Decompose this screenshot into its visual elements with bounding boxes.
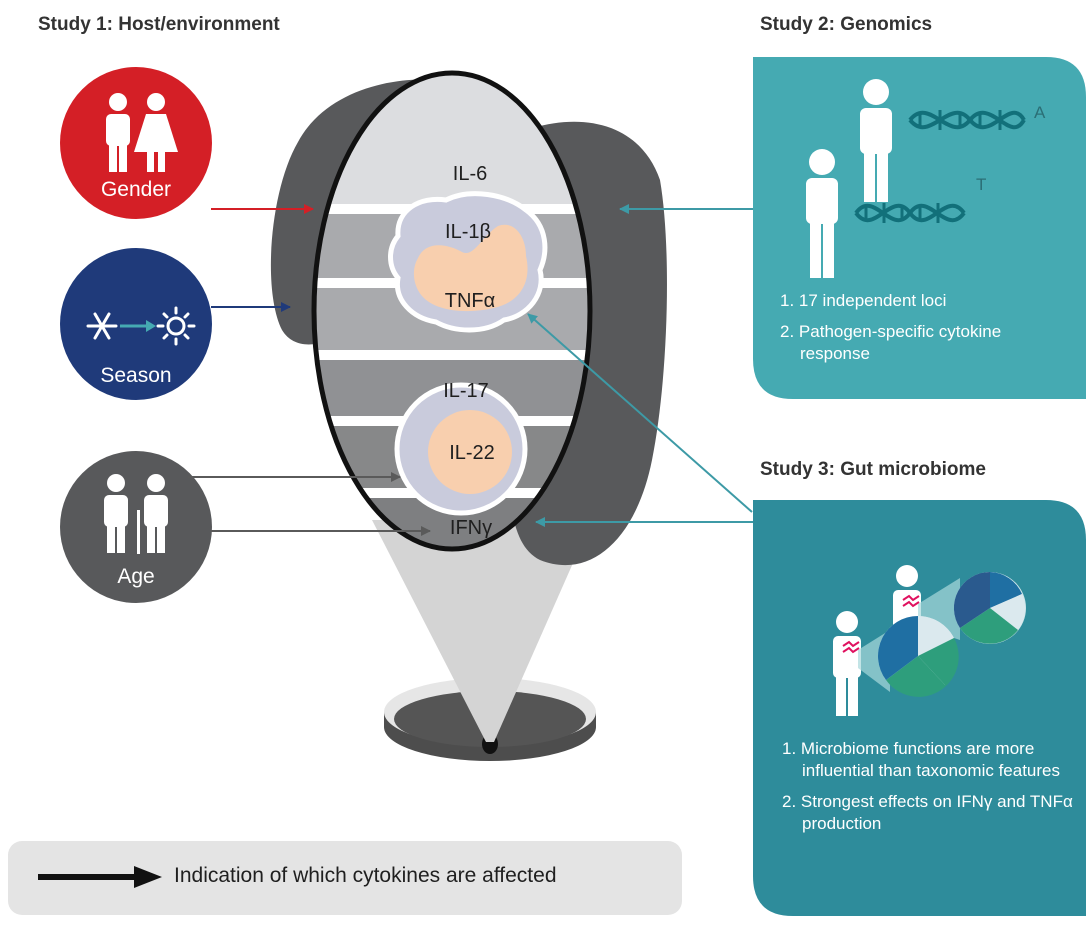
gender-factor — [60, 67, 212, 219]
cytokine-il22: IL-22 — [449, 442, 495, 464]
gender-label: Gender — [101, 178, 171, 201]
study3-heading: Study 3: Gut microbiome — [760, 459, 986, 480]
cytokine-ifng: IFNγ — [450, 517, 492, 539]
gut-bacteria-icon — [842, 594, 920, 654]
zoom-beam — [372, 520, 592, 742]
elderly-couple-icon — [104, 474, 168, 554]
study2-heading: Study 2: Genomics — [760, 14, 933, 35]
microbiome-findings: 1. Microbiome functions are more influen… — [782, 738, 1077, 844]
dna-icon — [908, 110, 1026, 130]
sun-icon — [156, 306, 196, 346]
snowflake-icon — [86, 312, 118, 340]
dna-icon — [854, 203, 966, 223]
pie-chart-icon — [953, 571, 1026, 644]
genomics-findings: 1. 17 independent loci 2. Pathogen-speci… — [780, 290, 1070, 374]
person-icon — [806, 149, 838, 278]
age-label: Age — [117, 565, 154, 588]
cytokine-il1b: IL-1β — [445, 221, 491, 243]
allele-a-label: A — [1034, 103, 1046, 122]
person-icon — [860, 79, 892, 202]
cytokine-il17: IL-17 — [443, 380, 489, 402]
macrophage-cell-icon — [388, 191, 548, 333]
genomics-finding-2: 2. Pathogen-specific cytokine response — [780, 322, 1002, 363]
person-icon — [833, 611, 861, 716]
genomics-panel — [753, 57, 1086, 399]
lymphocyte-cell-icon — [394, 382, 528, 516]
pie-chart-icon — [877, 615, 959, 697]
legend-text: Indication of which cytokines are affect… — [174, 864, 557, 887]
legend-box: Indication of which cytokines are affect… — [8, 841, 682, 915]
microbiome-finding-1: 1. Microbiome functions are more influen… — [782, 739, 1060, 780]
arrow-icon — [120, 320, 156, 332]
microbiome-panel — [753, 500, 1086, 916]
genomics-finding-1: 1. 17 independent loci — [780, 291, 947, 310]
study1-heading: Study 1: Host/environment — [38, 14, 280, 35]
season-label: Season — [100, 364, 171, 387]
age-factor — [60, 451, 212, 603]
arrow-microbiome-tnfa — [527, 313, 753, 513]
man-woman-icon — [106, 93, 178, 172]
cytokine-il6: IL-6 — [453, 163, 487, 185]
legend-arrow-icon — [38, 866, 162, 888]
microbiome-finding-2: 2. Strongest effects on IFNγ and TNFα pr… — [782, 792, 1073, 833]
cytokine-tnfa: TNFα — [445, 290, 495, 312]
season-factor — [60, 248, 212, 400]
allele-t-label: T — [976, 175, 986, 194]
